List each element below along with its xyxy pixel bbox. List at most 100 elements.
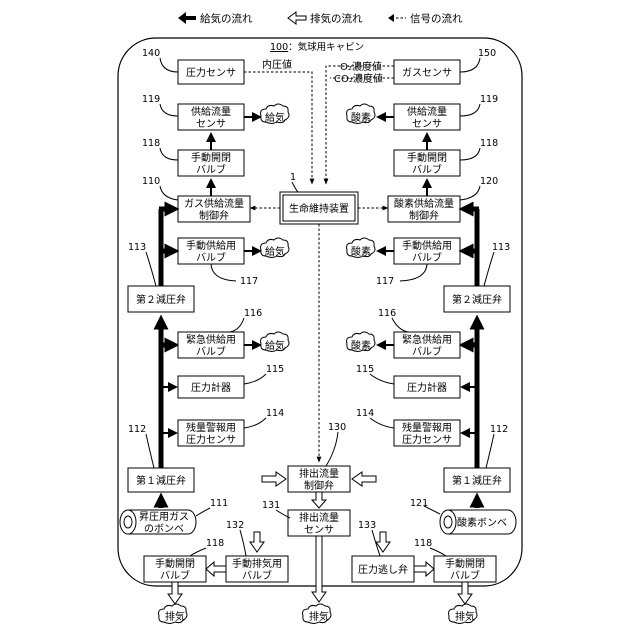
svg-text:センサ: センサ: [304, 524, 334, 536]
svg-text:115: 115: [266, 364, 284, 375]
svg-text:手動供給用: 手動供給用: [402, 239, 452, 252]
svg-text:118: 118: [480, 138, 498, 149]
svg-text:供給流量: 供給流量: [191, 105, 231, 118]
svg-text:制御弁: 制御弁: [199, 209, 229, 222]
svg-text:供給流量: 供給流量: [407, 105, 447, 118]
svg-text:第２減圧弁: 第２減圧弁: [136, 293, 186, 306]
svg-text:圧力センサ: 圧力センサ: [186, 66, 236, 79]
svg-text:113: 113: [128, 242, 146, 253]
svg-text:130: 130: [328, 422, 346, 433]
legend-signal: 信号の流れ: [410, 12, 463, 25]
svg-text:手動供給用: 手動供給用: [186, 239, 236, 252]
right-cloud-oxygen-3: 酸素: [347, 332, 375, 352]
exhaust-cloud-right: 排気: [449, 604, 477, 624]
svg-text:酸素: 酸素: [351, 111, 371, 124]
svg-text:バルブ: バルブ: [450, 569, 480, 582]
svg-text:酸素供給流量: 酸素供給流量: [394, 197, 454, 210]
svg-text:センサ: センサ: [412, 118, 442, 130]
cabin-label: 100：気球用キャビン: [270, 41, 364, 53]
right-cloud-oxygen-1: 酸素: [347, 104, 375, 124]
svg-text:圧力計器: 圧力計器: [407, 381, 447, 394]
legend: 給気の流れ 排気の流れ 信号の流れ: [178, 12, 463, 25]
svg-text:圧力計器: 圧力計器: [191, 381, 231, 394]
right-cloud-oxygen-2: 酸素: [347, 238, 375, 258]
svg-text:酸素: 酸素: [351, 245, 371, 258]
ref-150: 150: [478, 48, 496, 59]
o2-label: O₂濃度値: [340, 60, 382, 73]
svg-text:第２減圧弁: 第２減圧弁: [452, 293, 502, 306]
svg-text:酸素ボンベ: 酸素ボンベ: [457, 516, 507, 529]
svg-text:110: 110: [142, 176, 160, 187]
svg-text:圧力センサ: 圧力センサ: [186, 433, 236, 446]
left-gas-cylinder: 昇圧用ガス のボンベ: [120, 510, 196, 535]
svg-text:113: 113: [492, 242, 510, 253]
svg-text:手動開閉: 手動開閉: [445, 557, 485, 570]
svg-text:排気: 排気: [309, 610, 329, 623]
exhaust-out-arrow-center: [312, 536, 326, 602]
svg-text:112: 112: [490, 424, 508, 435]
signal-arrow-icon: [388, 14, 394, 22]
legend-exhaust: 排気の流れ: [310, 12, 363, 25]
co2-label: CO₂濃度値: [334, 72, 383, 85]
svg-text:生命維持装置: 生命維持装置: [289, 202, 349, 215]
svg-text:117: 117: [376, 276, 394, 287]
svg-text:111: 111: [210, 498, 228, 509]
svg-text:第１減圧弁: 第１減圧弁: [136, 474, 186, 487]
svg-text:緊急供給用: 緊急供給用: [402, 333, 452, 346]
svg-text:115: 115: [356, 364, 374, 375]
svg-text:緊急供給用: 緊急供給用: [186, 333, 236, 346]
svg-text:119: 119: [142, 94, 160, 105]
svg-text:第１減圧弁: 第１減圧弁: [452, 474, 502, 487]
svg-text:残量警報用: 残量警報用: [402, 421, 452, 434]
svg-text:112: 112: [128, 424, 146, 435]
svg-text:手動排気用: 手動排気用: [232, 557, 282, 570]
svg-text:昇圧用ガス: 昇圧用ガス: [139, 511, 189, 523]
svg-text:給気: 給気: [265, 339, 285, 352]
exhaust-cloud-center: 排気: [303, 604, 331, 624]
right-oxygen-cylinder: 酸素ボンベ: [440, 510, 516, 534]
ref-140: 140: [142, 48, 160, 59]
ref-1: 1: [290, 172, 296, 183]
svg-text:118: 118: [414, 538, 432, 549]
svg-text:バルブ: バルブ: [160, 569, 190, 582]
svg-text:制御弁: 制御弁: [304, 479, 334, 492]
svg-text:バルブ: バルブ: [242, 569, 272, 582]
svg-text:114: 114: [266, 408, 284, 419]
svg-text:圧力センサ: 圧力センサ: [402, 433, 452, 446]
svg-text:131: 131: [262, 500, 280, 511]
svg-text:118: 118: [206, 538, 224, 549]
svg-text:排気: 排気: [455, 610, 475, 623]
svg-text:制御弁: 制御弁: [409, 209, 439, 222]
svg-text:バルブ: バルブ: [412, 251, 442, 264]
svg-text:排出流量: 排出流量: [299, 467, 339, 480]
supply-arrow-icon: [178, 12, 196, 24]
svg-text:手動開閉: 手動開閉: [155, 557, 195, 570]
svg-text:117: 117: [240, 276, 258, 287]
svg-text:116: 116: [244, 308, 262, 319]
exhaust-cloud-left: 排気: [159, 604, 187, 624]
left-cloud-supply-1: 給気: [261, 104, 289, 124]
legend-supply: 給気の流れ: [200, 12, 253, 25]
svg-text:バルブ: バルブ: [196, 251, 226, 264]
svg-text:排出流量: 排出流量: [299, 511, 339, 524]
svg-text:120: 120: [480, 176, 498, 187]
internal-pressure-label: 内圧値: [262, 58, 292, 71]
svg-text:132: 132: [226, 520, 244, 531]
svg-text:ガスセンサ: ガスセンサ: [402, 67, 452, 79]
svg-text:酸素: 酸素: [351, 339, 371, 352]
left-cloud-supply-2: 給気: [261, 238, 289, 258]
svg-text:133: 133: [358, 520, 376, 531]
svg-text:118: 118: [142, 138, 160, 149]
exhaust-arrow-icon: [288, 12, 306, 24]
exhaust-in-arrow-right: [352, 472, 376, 486]
svg-text:121: 121: [410, 498, 428, 509]
svg-text:116: 116: [378, 308, 396, 319]
svg-text:給気: 給気: [265, 111, 285, 124]
svg-text:バルブ: バルブ: [412, 345, 442, 358]
svg-text:バルブ: バルブ: [196, 163, 226, 176]
svg-text:手動開閉: 手動開閉: [191, 151, 231, 164]
svg-text:バルブ: バルブ: [412, 163, 442, 176]
svg-text:ガス供給流量: ガス供給流量: [184, 197, 244, 210]
svg-text:119: 119: [480, 94, 498, 105]
